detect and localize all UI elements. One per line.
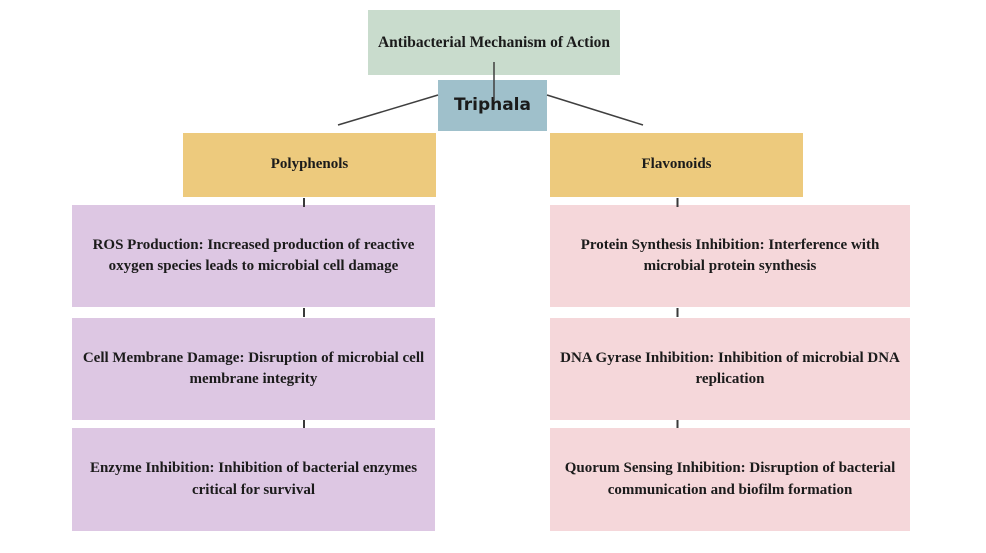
mechanism-node-protein-synthesis-inhibition: Protein Synthesis Inhibition: Interferen… xyxy=(550,205,910,307)
mechanism-node-quorum-sensing-inhibition: Quorum Sensing Inhibition: Disruption of… xyxy=(550,428,910,531)
mechanism-node-label: DNA Gyrase Inhibition: Inhibition of mic… xyxy=(560,349,900,387)
mechanism-node-ros-production: ROS Production: Increased production of … xyxy=(72,205,435,307)
mechanism-node-cell-membrane-damage: Cell Membrane Damage: Disruption of micr… xyxy=(72,318,435,420)
mechanism-node-label: Cell Membrane Damage: Disruption of micr… xyxy=(82,349,425,387)
mechanism-node-enzyme-inhibition: Enzyme Inhibition: Inhibition of bacteri… xyxy=(72,428,435,531)
connector-hub-to-polyphenols xyxy=(337,94,439,126)
branch-node-label: Polyphenols xyxy=(270,156,349,173)
connector-hub-to-flavonoids xyxy=(546,94,644,126)
mechanism-node-label: ROS Production: Increased production of … xyxy=(92,236,415,274)
mechanism-node-label: Quorum Sensing Inhibition: Disruption of… xyxy=(564,460,896,498)
branch-node-flavonoids: Flavonoids xyxy=(550,133,803,197)
hub-node-label: Triphala xyxy=(454,95,531,116)
root-node-label: Antibacterial Mechanism of Action xyxy=(377,33,611,51)
root-node-antibacterial-mechanism: Antibacterial Mechanism of Action xyxy=(368,10,620,75)
mechanism-node-label: Protein Synthesis Inhibition: Interferen… xyxy=(580,236,880,274)
hub-node-triphala: Triphala xyxy=(438,80,547,131)
mechanism-node-label: Enzyme Inhibition: Inhibition of bacteri… xyxy=(89,460,418,498)
branch-node-label: Flavonoids xyxy=(641,156,712,173)
mechanism-node-dna-gyrase-inhibition: DNA Gyrase Inhibition: Inhibition of mic… xyxy=(550,318,910,420)
branch-node-polyphenols: Polyphenols xyxy=(183,133,436,197)
